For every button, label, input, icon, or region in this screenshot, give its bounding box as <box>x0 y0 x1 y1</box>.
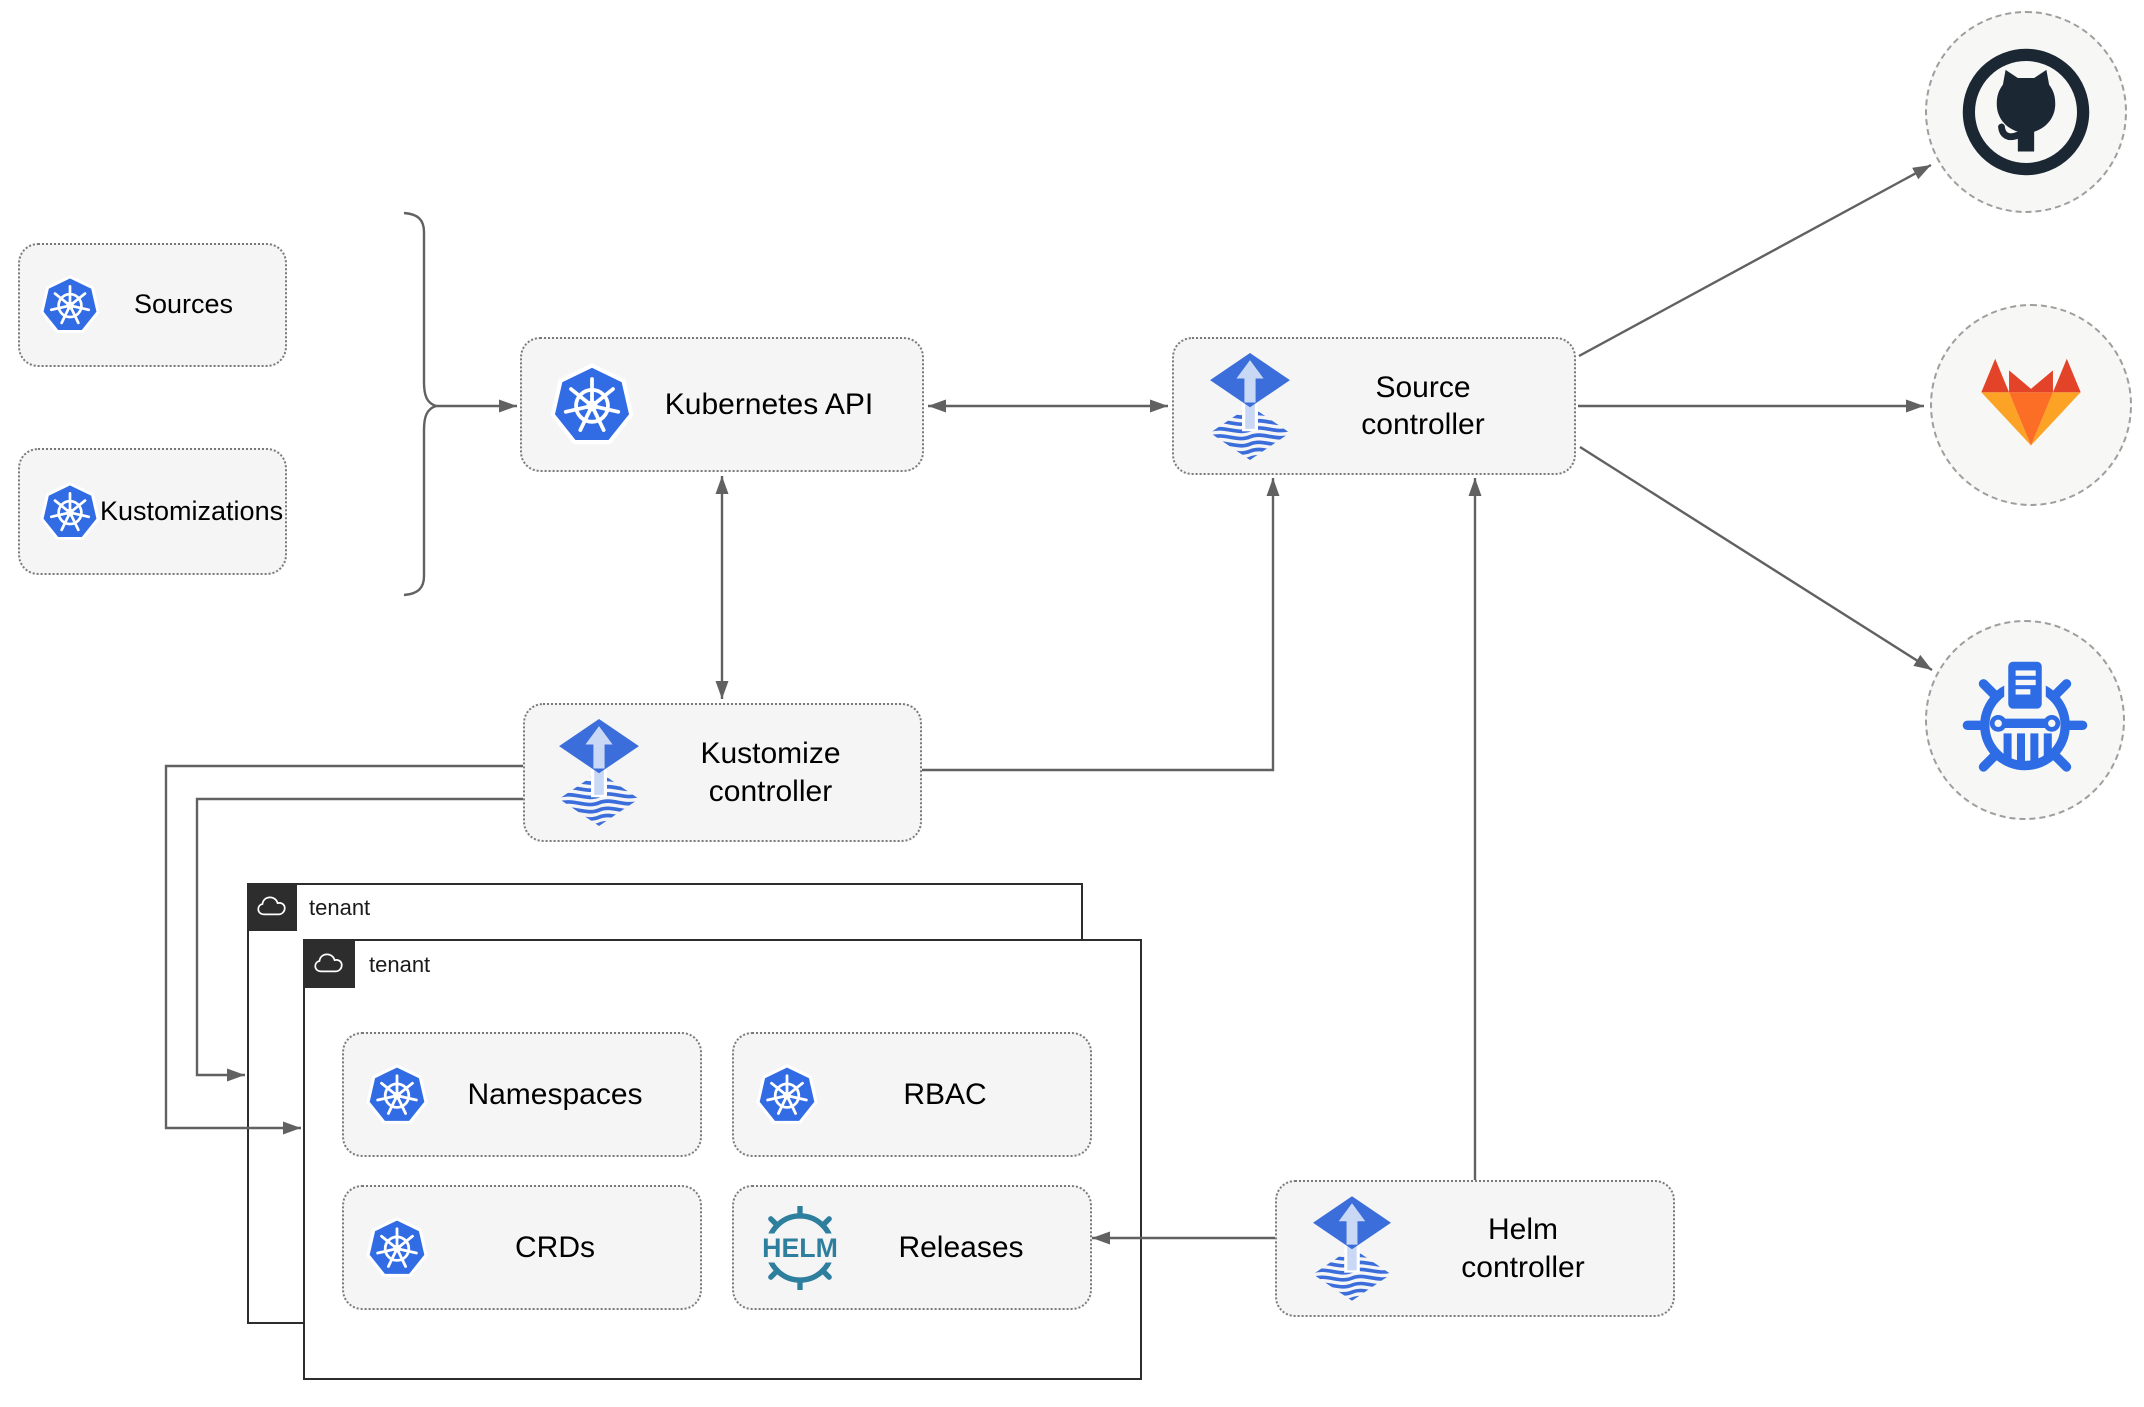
tenant-front-header <box>302 938 355 988</box>
releases-label: Releases <box>898 1230 1024 1264</box>
node-rbac: RBAC <box>732 1032 1092 1157</box>
cloud-icon <box>256 896 286 916</box>
brace-custom-resources <box>403 211 440 597</box>
node-kubernetes-api: Kubernetes API <box>520 337 924 472</box>
tenant-back-label: tenant <box>309 895 371 920</box>
helm-controller-label: Helm controller <box>1461 1213 1585 1284</box>
node-crds: CRDs <box>342 1185 702 1310</box>
kubernetes-icon <box>756 1063 818 1124</box>
tenant-front-label: tenant <box>369 952 431 977</box>
gitlab-icon <box>1981 358 2081 446</box>
cloud-icon <box>313 952 343 972</box>
svg-text:HELM: HELM <box>762 1233 838 1263</box>
flux-icon <box>1313 1196 1391 1301</box>
kubernetes-icon <box>550 363 634 447</box>
kubernetes-api-label: Kubernetes API <box>664 387 874 421</box>
endpoint-gitlab <box>1930 304 2132 506</box>
harbor-registry-icon <box>1958 653 2092 787</box>
endpoint-github <box>1925 11 2127 213</box>
node-releases: HELM Releases <box>732 1185 1092 1310</box>
edge-source-controller-to-harbor <box>1579 445 1933 672</box>
kubernetes-icon <box>40 481 100 540</box>
endpoint-harbor <box>1925 620 2125 820</box>
edge-source-controller-to-github <box>1578 163 1932 358</box>
sources-label: Sources <box>133 289 234 320</box>
edge-kustomize-to-source-controller <box>922 478 1280 772</box>
kubernetes-icon <box>366 1063 428 1124</box>
node-helm-controller: Helm controller <box>1275 1180 1675 1317</box>
kubernetes-icon <box>40 275 100 334</box>
flux-icon <box>1210 353 1290 460</box>
tenant-group-front: tenant Namespaces RBAC CRDs HELM Release… <box>302 938 1142 1380</box>
rbac-label: RBAC <box>903 1077 987 1111</box>
source-controller-label: Source controller <box>1361 370 1485 442</box>
flux-icon <box>559 719 639 826</box>
namespaces-label: Namespaces <box>467 1077 643 1111</box>
node-kustomizations: Kustomizations <box>18 448 287 575</box>
helm-icon: HELM <box>750 1206 850 1290</box>
kustomize-controller-label: Kustomize controller <box>700 737 841 808</box>
kubernetes-icon <box>366 1216 428 1277</box>
node-namespaces: Namespaces <box>342 1032 702 1157</box>
github-icon <box>1958 44 2094 180</box>
tenant-back-header <box>246 882 297 931</box>
kustomizations-label: Kustomizations <box>100 495 284 526</box>
crds-label: CRDs <box>515 1230 595 1264</box>
node-kustomize-controller: Kustomize controller <box>523 703 922 842</box>
node-sources: Sources <box>18 243 287 367</box>
node-source-controller: Source controller <box>1172 337 1576 475</box>
